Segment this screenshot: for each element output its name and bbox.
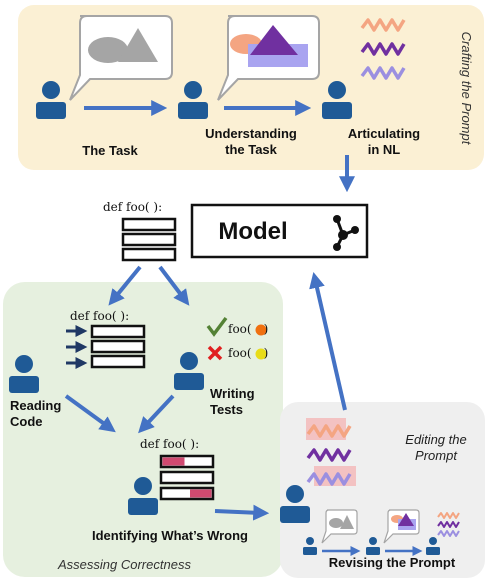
arrow — [309, 271, 347, 411]
error-highlight — [162, 457, 185, 466]
user-icon — [9, 355, 39, 393]
user-icon — [174, 352, 204, 390]
user-icon — [178, 81, 208, 119]
yellow-result-icon — [255, 348, 267, 360]
assessing-title: Assessing Correctness — [58, 557, 191, 572]
model-network-icon — [333, 215, 359, 251]
nl-wave-icon — [360, 18, 406, 80]
test-fail-close: ) — [263, 346, 269, 360]
reading-code-label: def foo( ): — [70, 309, 130, 323]
reading-code-step: Reading Code — [10, 398, 62, 429]
test-pass-label: foo() — [228, 322, 268, 336]
arrow — [108, 265, 142, 306]
model-code-label: def foo( ): — [103, 200, 163, 214]
arrow — [64, 394, 116, 433]
user-icon — [128, 477, 158, 515]
step-label-articulating: Articulating in NL — [347, 126, 421, 157]
code-stack-error-icon — [159, 454, 215, 501]
arrow — [158, 265, 190, 306]
mini-crafting-flow — [303, 509, 460, 556]
reading-arrows-icon — [66, 325, 88, 369]
step-label-task: The Task — [82, 143, 138, 158]
edited-wave-icon — [306, 418, 356, 486]
orange-result-icon — [255, 324, 267, 336]
faulty-code-label: def foo( ): — [140, 437, 200, 451]
code-stack-icon — [121, 217, 177, 262]
identifying-step: Identifying What’s Wrong — [92, 528, 248, 543]
test-fail-label: foo() — [228, 346, 268, 360]
speech-bubble-task — [69, 15, 173, 101]
test-fail-text: foo( — [228, 346, 252, 360]
model-label: Model — [218, 218, 288, 245]
crafting-title: Crafting the Prompt — [459, 31, 474, 145]
arrow — [214, 504, 270, 521]
test-pass-text: foo( — [228, 322, 252, 336]
check-icon — [206, 316, 228, 337]
user-icon — [36, 81, 66, 119]
test-pass-close: ) — [263, 322, 269, 336]
arrow — [138, 394, 175, 434]
writing-tests-step: Writing Tests — [210, 386, 255, 417]
user-icon — [280, 485, 310, 523]
cross-icon — [207, 345, 223, 361]
error-highlight — [190, 489, 212, 498]
revising-step: Revising the Prompt — [328, 555, 456, 570]
speech-bubble-understanding — [217, 15, 320, 101]
user-icon — [322, 81, 352, 119]
code-stack-icon — [90, 324, 146, 369]
step-label-understanding: Understanding the Task — [205, 126, 297, 157]
editing-title: Editing the Prompt — [405, 432, 467, 463]
